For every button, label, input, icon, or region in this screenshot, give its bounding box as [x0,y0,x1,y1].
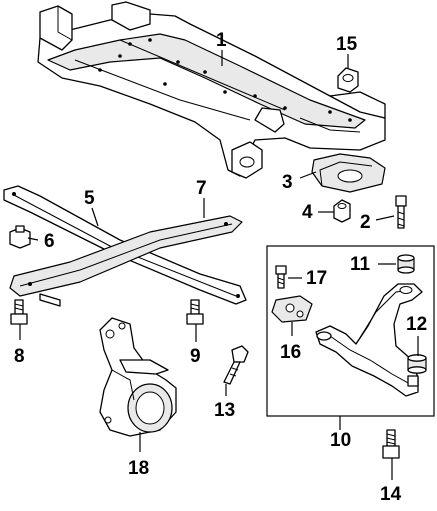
callout-1: 1 [216,30,227,51]
brace-part-7 [9,215,243,307]
plate-part-16 [271,295,313,323]
callout-7: 7 [196,178,207,199]
bushing-part-12 [407,354,427,374]
bolt-part-2 [395,195,407,229]
callout-5: 5 [84,188,95,209]
callout-17: 17 [306,268,327,289]
callout-6: 6 [44,231,55,252]
callout-8: 8 [14,346,25,367]
callout-9: 9 [190,346,201,367]
bolt-part-13 [223,345,249,385]
callout-3: 3 [282,172,293,193]
knuckle-part-18 [99,317,177,437]
bolt-part-8 [10,299,28,325]
callout-labels: 1 2 3 4 5 6 7 8 9 10 11 12 13 14 15 16 1… [14,30,427,505]
bolt-part-17 [275,265,287,289]
control-arm-part-10 [315,283,423,397]
crossmember-part-1 [37,1,386,179]
bolt-part-14 [382,429,400,459]
callout-18: 18 [128,458,149,479]
nut-part-15 [337,67,359,93]
control-arm-group-box-10 [266,245,435,417]
callout-2: 2 [360,212,371,233]
nut-part-4 [333,199,351,223]
bolt-part-9 [186,299,204,325]
callout-11: 11 [350,254,371,275]
callout-16: 16 [280,342,301,363]
callout-4: 4 [302,202,313,223]
callout-15: 15 [336,34,358,55]
callout-10: 10 [330,430,351,451]
callout-13: 13 [214,400,235,421]
bolt-part-6 [9,225,31,249]
bushing-part-3 [311,153,386,193]
callout-12: 12 [406,314,427,335]
leader-lines [19,50,419,480]
bushing-part-11 [397,254,415,274]
callout-14: 14 [380,484,402,505]
